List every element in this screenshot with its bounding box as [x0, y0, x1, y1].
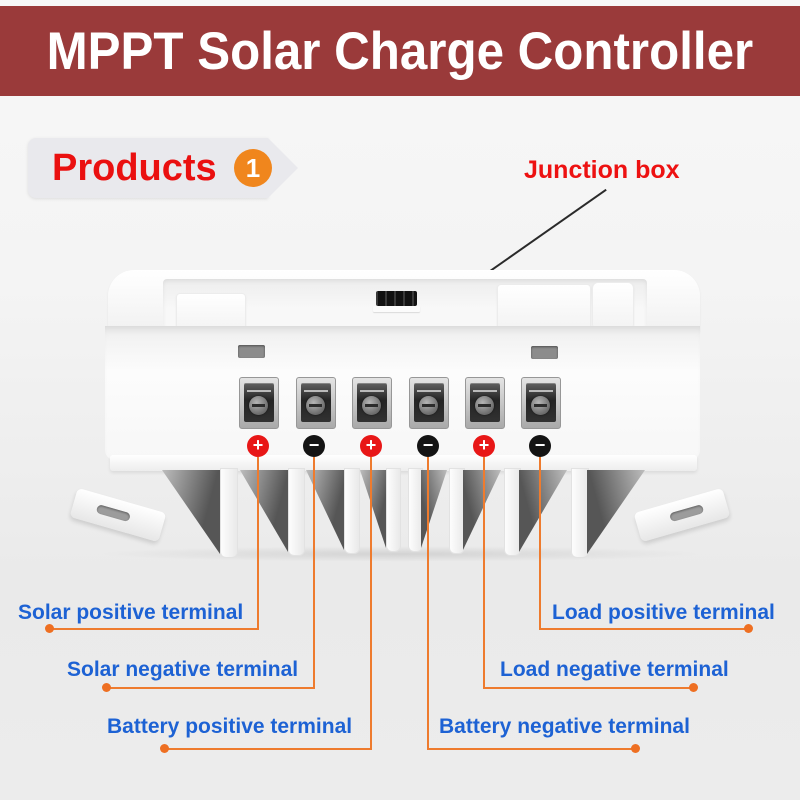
- leader-dot: [631, 744, 640, 753]
- terminal-block: [465, 377, 505, 429]
- wire-connector: [376, 291, 417, 306]
- heatsink-fin: [288, 468, 305, 556]
- polarity-badge-plus: +: [473, 435, 495, 457]
- screw-slot: [531, 346, 558, 359]
- heatsink-wedge: [519, 470, 567, 552]
- molded-block: [592, 282, 634, 330]
- products-number-circle: 1: [234, 149, 272, 187]
- heatsink-wedge: [306, 470, 344, 550]
- label-solar-negative: Solar negative terminal: [67, 658, 299, 681]
- heatsink-fin: [504, 468, 521, 556]
- polarity-badge-minus: −: [417, 435, 439, 457]
- screw-slot: [238, 345, 265, 358]
- heatsink-fin: [344, 468, 360, 554]
- mounting-slot: [95, 504, 131, 523]
- mounting-slot: [669, 504, 705, 523]
- heatsink-wedge: [162, 470, 220, 554]
- label-load-negative: Load negative terminal: [500, 658, 729, 681]
- leader-line: [483, 687, 693, 689]
- heatsink-wedge: [360, 470, 386, 548]
- terminal-block: [521, 377, 561, 429]
- leader-line: [539, 457, 541, 630]
- leader-line: [427, 457, 429, 750]
- label-battery-positive: Battery positive terminal: [107, 715, 353, 738]
- leader-line: [49, 628, 259, 630]
- heatsink-fin: [408, 468, 423, 552]
- leader-line: [313, 457, 315, 689]
- terminal-block: [239, 377, 279, 429]
- heatsink-wedge: [240, 470, 288, 552]
- terminal-block: [409, 377, 449, 429]
- leader-dot: [45, 624, 54, 633]
- heatsink-fin: [449, 468, 465, 554]
- leader-line: [427, 748, 635, 750]
- heatsink-fin: [386, 468, 401, 552]
- mounting-foot-left: [69, 487, 167, 543]
- ground-shadow: [95, 546, 705, 562]
- heatsink-wedge: [463, 470, 501, 550]
- terminal-block: [296, 377, 336, 429]
- label-load-positive: Load positive terminal: [552, 601, 775, 624]
- heatsink-fin: [571, 468, 589, 558]
- label-solar-positive: Solar positive terminal: [18, 601, 244, 624]
- polarity-badge-minus: −: [529, 435, 551, 457]
- page-title: MPPT Solar Charge Controller: [46, 21, 754, 81]
- leader-line: [106, 687, 315, 689]
- polarity-badge-plus: +: [360, 435, 382, 457]
- leader-dot: [689, 683, 698, 692]
- products-badge-label: Products: [52, 146, 217, 189]
- leader-line: [483, 457, 485, 689]
- heatsink-fin: [220, 468, 238, 558]
- mounting-foot-right: [633, 487, 731, 543]
- wire-connector-ledge: [373, 306, 420, 312]
- heatsink-wedge: [421, 470, 447, 548]
- polarity-badge-minus: −: [303, 435, 325, 457]
- leader-line: [370, 457, 372, 750]
- leader-dot: [744, 624, 753, 633]
- leader-line: [539, 628, 749, 630]
- junction-box-label: Junction box: [524, 156, 680, 184]
- leader-line: [164, 748, 372, 750]
- leader-dot: [160, 744, 169, 753]
- terminal-block: [352, 377, 392, 429]
- products-badge-arrow: [268, 138, 298, 198]
- leader-dot: [102, 683, 111, 692]
- products-badge: Products: [28, 138, 268, 198]
- label-battery-negative: Battery negative terminal: [439, 715, 690, 738]
- molded-block: [497, 284, 591, 330]
- header-banner: MPPT Solar Charge Controller: [0, 6, 800, 96]
- device-face: [105, 326, 700, 460]
- bottom-lip: [110, 455, 697, 471]
- leader-line: [257, 457, 259, 630]
- polarity-badge-plus: +: [247, 435, 269, 457]
